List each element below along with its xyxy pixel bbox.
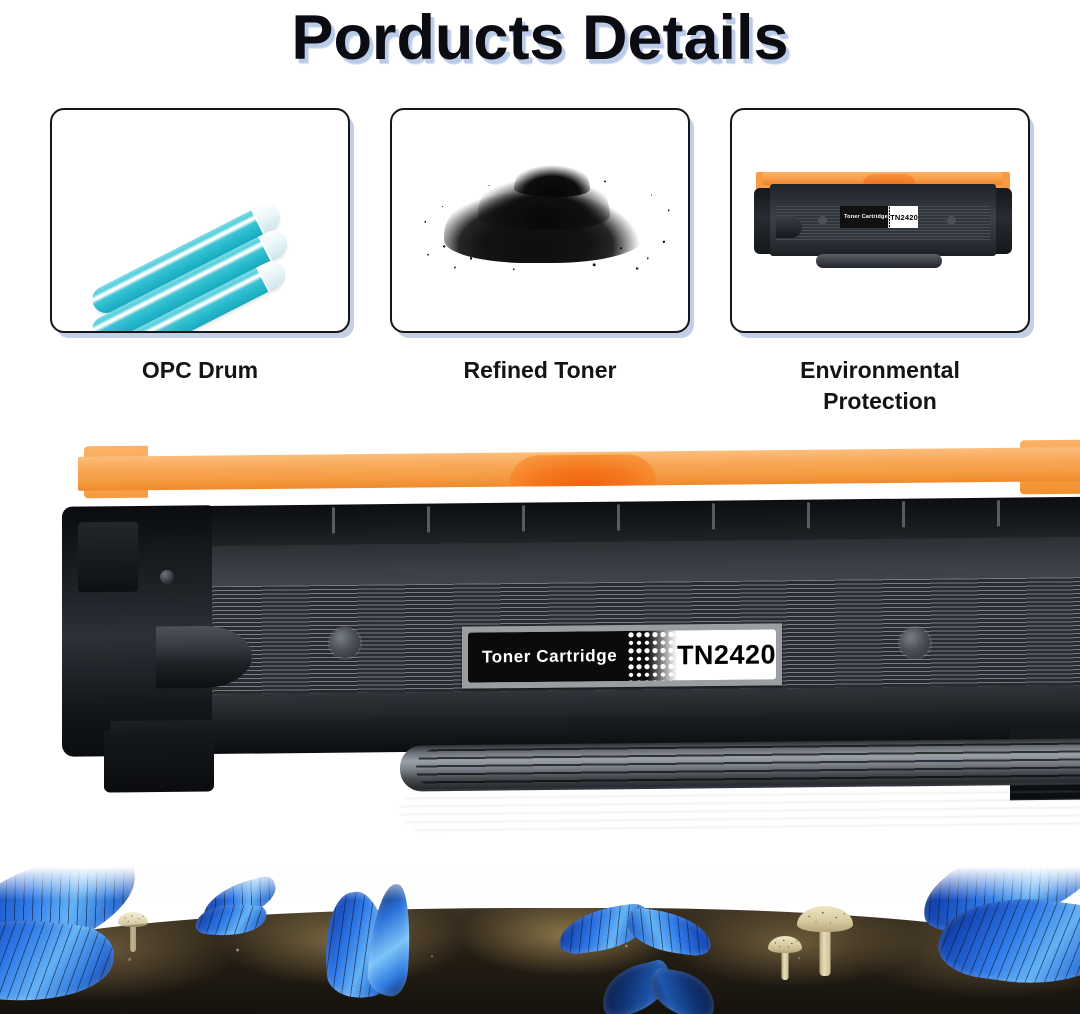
- mini-label-model: TN2420: [890, 206, 918, 228]
- butterfly: [595, 957, 720, 1014]
- orange-handle-bar: [78, 447, 1080, 491]
- end-cap-screw: [160, 570, 174, 584]
- mini-label-text: Toner Cartridge: [844, 214, 888, 220]
- feature-image-frame-environmental-protection: Toner Cartridge TN2420: [730, 108, 1030, 333]
- soil-highlights: [0, 930, 1080, 970]
- feature-opc-drum: OPC Drum: [50, 108, 350, 417]
- feature-image-frame-opc-drum: [50, 108, 350, 333]
- feature-caption-refined-toner: Refined Toner: [463, 357, 617, 383]
- feature-caption-opc-drum: OPC Drum: [141, 357, 259, 383]
- butterfly-wing-lower: [0, 911, 117, 1011]
- feature-box-row: OPC Drum Refined Toner: [0, 108, 1080, 417]
- cartridge-label-inner: Toner Cartridge TN2420: [468, 629, 776, 683]
- cartridge-label-model: TN2420: [676, 629, 776, 681]
- caption-line-1: Environmental: [800, 357, 960, 383]
- butterfly-wing-lower: [646, 966, 720, 1014]
- butterfly-nature-scene: [0, 844, 1080, 1014]
- feature-image-frame-refined-toner: [390, 108, 690, 333]
- drum-shield-ribs: [416, 742, 1080, 788]
- hero-toner-cartridge: Toner Cartridge TN2420: [0, 430, 1080, 890]
- toner-specks: [402, 172, 688, 268]
- mini-cone-protrusion: [776, 216, 802, 238]
- mini-orange-handle: [762, 172, 1002, 185]
- mushroom: [768, 936, 802, 980]
- cartridge-label: Toner Cartridge TN2420: [462, 623, 782, 689]
- butterfly-wing-lower: [623, 906, 715, 958]
- mini-label-halftone: [887, 206, 891, 228]
- mini-cartridge-label: Toner Cartridge TN2420: [840, 206, 918, 228]
- mushroom-cap: [768, 936, 802, 953]
- end-cap-notch: [78, 521, 138, 593]
- mushroom: [797, 906, 853, 976]
- page-title-banner: Porducts Details: [0, 0, 1080, 80]
- feature-caption-environmental-protection: Environmental Protection: [800, 355, 960, 417]
- mini-port-right: [947, 216, 956, 225]
- cartridge-reflection: [400, 782, 1080, 832]
- toner-cartridge-icon: Toner Cartridge TN2420: [754, 172, 1012, 276]
- feature-environmental-protection: Toner Cartridge TN2420 Environmental Pro…: [730, 108, 1030, 417]
- cartridge-label-halftone: [627, 630, 677, 681]
- mushroom-stem: [130, 924, 136, 952]
- butterfly: [555, 901, 718, 962]
- mushroom-stem: [819, 924, 831, 976]
- mushroom-cap: [118, 912, 148, 927]
- mushroom-stem: [781, 948, 789, 980]
- toner-powder-pile-icon: [392, 110, 688, 331]
- mini-port-left: [818, 216, 827, 225]
- cartridge-port-right: [900, 628, 930, 658]
- scene-top-fade: [0, 844, 1080, 900]
- mini-drum-shield: [816, 254, 942, 268]
- feature-refined-toner: Refined Toner: [390, 108, 690, 417]
- cartridge-port-left: [330, 628, 360, 658]
- page-title: Porducts Details: [291, 3, 789, 73]
- cartridge-foot-left: [104, 729, 214, 793]
- mushroom: [118, 912, 148, 952]
- handle-dome: [508, 454, 657, 487]
- butterfly: [318, 882, 428, 1004]
- caption-line-2: Protection: [823, 388, 937, 414]
- mushroom-cap: [797, 906, 853, 932]
- cartridge-label-text: Toner Cartridge: [468, 630, 628, 683]
- opc-drum-rollers-icon: [52, 110, 348, 331]
